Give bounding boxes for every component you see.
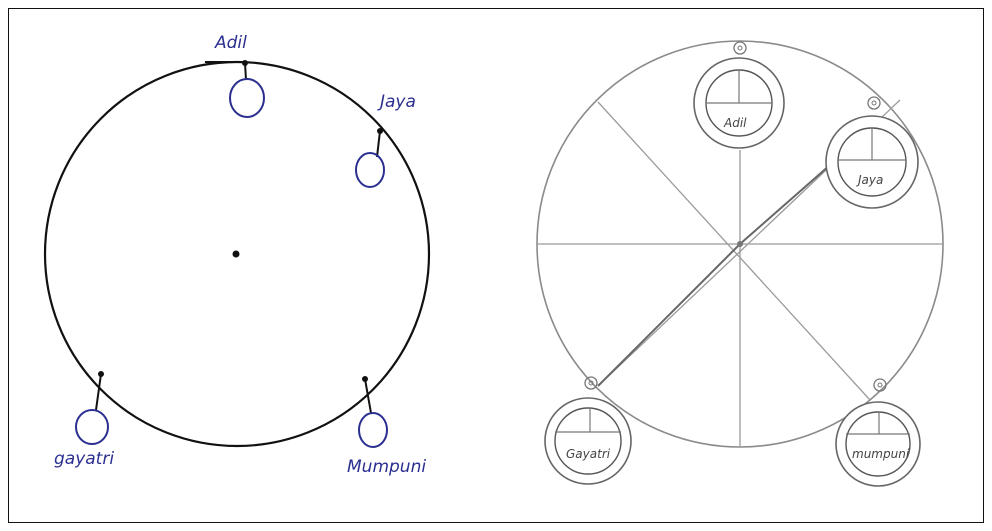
right-seat-adil: Adil — [694, 42, 784, 148]
left-diagram: Adil Jaya gayatri Mumpuni — [45, 33, 429, 477]
left-seat-adil: Adil — [205, 33, 264, 117]
right-label-adil: Adil — [723, 116, 747, 130]
left-seat-mumpuni: Mumpuni — [347, 376, 426, 477]
right-diagram: Adil Jaya Gayatri — [537, 41, 943, 486]
left-seat-gayatri: gayatri — [54, 371, 114, 469]
right-center-dot — [737, 241, 743, 247]
right-label-gayatri: Gayatri — [566, 447, 611, 461]
left-label-mumpuni: Mumpuni — [347, 457, 426, 477]
left-label-jaya: Jaya — [377, 92, 416, 112]
right-seat-mumpuni: mumpuni — [836, 379, 920, 486]
left-label-gayatri: gayatri — [54, 449, 114, 469]
right-seat-gayatri: Gayatri — [545, 377, 631, 484]
right-seat-jaya: Jaya — [826, 97, 918, 208]
left-label-adil: Adil — [214, 33, 247, 53]
left-seat-jaya: Jaya — [356, 92, 416, 187]
right-label-mumpuni: mumpuni — [852, 447, 910, 461]
right-label-jaya: Jaya — [856, 173, 883, 187]
left-center-dot — [233, 251, 240, 258]
